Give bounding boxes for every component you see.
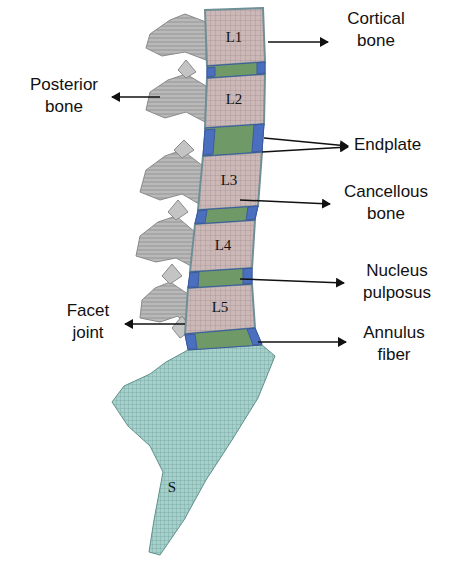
leader-arrows [112, 42, 348, 342]
part-label: Cortical bone [335, 8, 417, 52]
part-label: Cancellous bone [334, 181, 438, 225]
intervertebral-discs [185, 62, 265, 350]
vertebra-label: L2 [226, 90, 243, 110]
vertebral-bodies [185, 8, 265, 334]
part-label: Endplate [354, 134, 421, 156]
part-label: Annulus fiber [352, 322, 436, 366]
vertebra-label: L3 [221, 171, 238, 191]
vertebra-label: L4 [215, 236, 232, 256]
part-label: Posterior bone [18, 74, 110, 118]
part-label: Facet joint [56, 300, 120, 344]
vertebra-label: L1 [226, 28, 243, 48]
vertebra-label: S [168, 478, 176, 498]
part-label: Nucleus pulposus [348, 260, 446, 304]
vertebra-label: L5 [212, 298, 229, 318]
sacrum [112, 345, 275, 555]
